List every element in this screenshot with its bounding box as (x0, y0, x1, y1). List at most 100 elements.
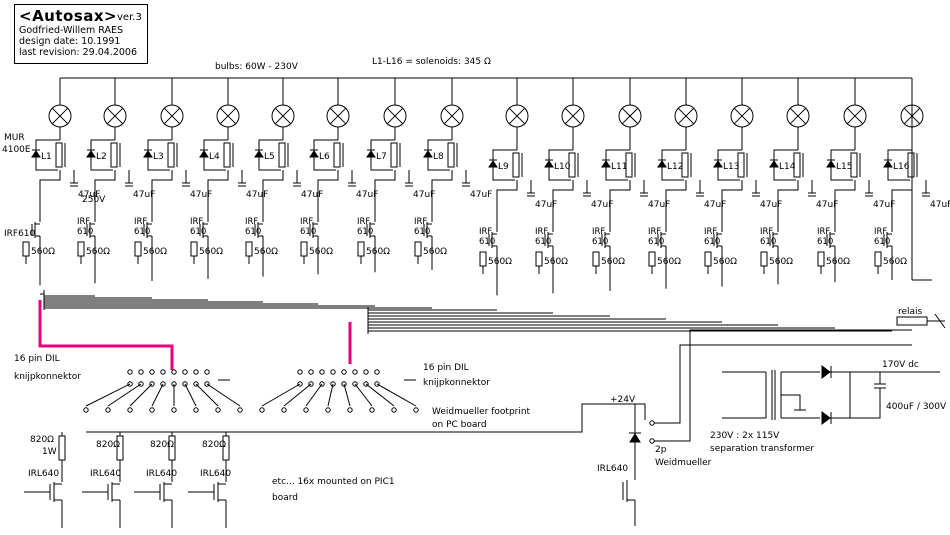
driver-label-b: IRL640 (90, 469, 121, 479)
resistor-icon (300, 241, 308, 257)
diode-icon (309, 150, 319, 158)
mosfet-label: IRF (817, 227, 830, 237)
cap-label: 47uF (413, 190, 435, 200)
cap-label: 47uF (78, 190, 100, 200)
mosfet-label: IRF (77, 217, 90, 227)
resistor-label: 560Ω (199, 247, 223, 257)
mosfet-label: IRF (648, 227, 661, 237)
title-author: Godfried-Willem RAES (19, 25, 123, 36)
solenoid-label: L10 (554, 162, 571, 172)
diode-icon (769, 160, 779, 168)
etc-label-1: etc... 16x mounted on PIC1 (272, 477, 395, 487)
cap-label: 47uF (301, 190, 323, 200)
solenoid-label: L7 (376, 152, 387, 162)
diode-icon (199, 150, 209, 158)
relais-label: relais (898, 307, 923, 317)
solenoid-icon (568, 152, 576, 178)
solenoid-icon (625, 152, 633, 178)
cap-label: 47uF (760, 200, 782, 210)
mosfet-label: IRF (704, 227, 717, 237)
mosfet-label: IRF (190, 217, 203, 227)
r820-label-d: 820Ω (202, 440, 226, 450)
driver-2 (82, 432, 124, 528)
mosfet-label: 610 (245, 227, 261, 237)
solenoid-label: L12 (667, 162, 683, 172)
solenoid-icon (793, 152, 801, 178)
diode-icon (601, 160, 611, 168)
weid-pin (369, 407, 375, 413)
resistor-icon (648, 251, 656, 267)
solenoid-label: L14 (779, 162, 796, 172)
diode-icon (657, 160, 667, 168)
resistor-icon (22, 241, 30, 257)
cap-label: 47uF (816, 200, 838, 210)
resistor-label: 560Ω (488, 257, 512, 267)
cap400-label: 400uF / 300V (886, 402, 947, 412)
driver-label-e: IRL640 (597, 464, 628, 474)
resistor-icon (704, 251, 712, 267)
solenoid-label: L3 (153, 152, 164, 162)
solenoid-label: L6 (319, 152, 330, 162)
resistor-icon (535, 251, 543, 267)
solenoid-label: L11 (611, 162, 627, 172)
weid-pin (347, 407, 353, 413)
solenoid-icon (333, 142, 341, 168)
resistor-label: 560Ω (309, 247, 333, 257)
solenoid-icon (512, 152, 520, 178)
diode-type-1: MUR (4, 133, 25, 143)
mosfet-label: IRF (300, 217, 313, 227)
cap-label: 47uF (133, 190, 155, 200)
resistor-label: 560Ω (423, 247, 447, 257)
weid-pin (391, 407, 397, 413)
solenoid-icon (110, 142, 118, 168)
resistor-icon (760, 251, 768, 267)
diode-icon (488, 160, 498, 168)
mosfet-label: 610 (190, 227, 206, 237)
resistor-label: 560Ω (86, 247, 110, 257)
power-driver (622, 313, 946, 526)
dil-label-3: 16 pin DIL (423, 363, 469, 373)
plus24-label: +24V (610, 395, 636, 405)
weid-pin (127, 407, 133, 413)
mosfet-label: IRF (357, 217, 370, 227)
weid-pin (303, 407, 309, 413)
solenoid-icon (223, 142, 231, 168)
mosfet-label: 610 (134, 227, 150, 237)
diode-icon (883, 160, 893, 168)
resistor-label: 560Ω (143, 247, 167, 257)
mosfet-label: IRF (535, 227, 548, 237)
r820-w-label: 1W (42, 447, 57, 457)
cap-label: 47uF (535, 200, 557, 210)
resistor-icon (414, 241, 422, 257)
diode-icon (366, 150, 376, 158)
mosfet-label: IRF (134, 217, 147, 227)
weid-pin (413, 407, 419, 413)
mosfet-main-label: IRF610 (4, 229, 36, 239)
r820-label-c: 820Ω (150, 440, 174, 450)
weid-pin (105, 407, 111, 413)
driver-label-a: IRL640 (28, 469, 59, 479)
dil-label-2: knijpkonnektor (14, 372, 81, 382)
mosfet-label: 610 (874, 237, 890, 247)
transformer (722, 365, 940, 425)
relay-icon (896, 316, 928, 326)
diode-type-2: 4100E (2, 145, 31, 155)
title-design-date: design date: 10.1991 (19, 36, 121, 47)
mosfet-label: IRF (245, 217, 258, 227)
resistor-label: 560Ω (544, 257, 568, 267)
cap-label: 47uF (930, 200, 950, 210)
mosfet-label: IRF (414, 217, 427, 227)
dil-label-4: knijpkonnektor (423, 378, 490, 388)
resistor-icon (479, 251, 487, 267)
weid-pin (83, 407, 89, 413)
cap-label: 47uF (470, 190, 492, 200)
cap-label: 47uF (591, 200, 613, 210)
title-version: ver.3 (117, 12, 142, 23)
